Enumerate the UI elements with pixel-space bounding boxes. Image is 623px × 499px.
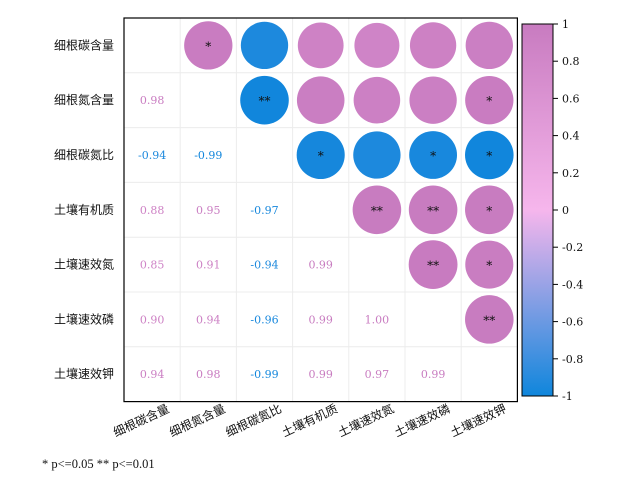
color-scale-tick-label: -0.4: [562, 278, 583, 291]
correlation-value-label: 0.94: [196, 313, 221, 326]
color-scale-tick-label: -1: [562, 390, 573, 403]
significance-mark: *: [318, 149, 324, 163]
significance-mark: **: [427, 204, 439, 218]
color-scale-tick-label: -0.2: [562, 241, 583, 254]
correlation-value-label: 0.85: [140, 259, 165, 272]
correlation-circle: [240, 75, 289, 125]
column-label: 细根碳含量: [111, 401, 172, 440]
correlation-value-label: -0.99: [194, 149, 222, 162]
column-label: 土壤速效磷: [392, 401, 453, 440]
correlation-circle: [354, 22, 400, 68]
color-scale-tick-label: -0.8: [562, 353, 583, 366]
correlation-value-label: -0.94: [250, 259, 278, 272]
correlation-value-label: -0.96: [250, 313, 278, 326]
correlation-value-label: -0.97: [250, 204, 278, 217]
correlation-value-label: 0.99: [308, 313, 333, 326]
correlation-circle: [465, 130, 514, 180]
row-label: 土壤速效钾: [54, 366, 114, 381]
correlation-circle: [465, 295, 514, 344]
color-scale-ticks: 1 0.8 0.6 0.4 0.2 0 -0.2 -0.4 -0.6 -0.8 -1: [553, 18, 583, 403]
correlation-circle: [353, 131, 401, 179]
correlation-circle: [240, 21, 289, 70]
color-scale-tick-label: 0.8: [562, 55, 580, 68]
color-scale-bar: [521, 23, 554, 397]
correlation-value-label: 0.99: [421, 368, 446, 381]
correlation-circle: [184, 21, 233, 70]
row-label: 细根氮含量: [54, 92, 114, 107]
correlation-circle: [465, 76, 514, 125]
correlation-value-label: 1.00: [365, 313, 390, 326]
column-label: 土壤速效氮: [335, 401, 396, 440]
color-scale-tick-label: 0: [562, 204, 569, 217]
column-label: 细根碳氮比: [223, 401, 284, 440]
column-label: 土壤速效钾: [448, 401, 509, 440]
correlation-circle: [352, 185, 402, 235]
correlation-circle: [409, 22, 457, 69]
correlation-circle: [353, 76, 401, 124]
correlation-value-label: 0.90: [140, 313, 165, 326]
row-label: 细根碳氮比: [54, 147, 114, 162]
grid-lines: [124, 18, 518, 402]
correlation-value-label: 0.94: [140, 368, 165, 381]
significance-footnote: * p<=0.05 ** p<=0.01: [42, 457, 155, 471]
significance-mark: **: [259, 94, 271, 108]
correlation-circle: [465, 21, 513, 70]
row-label: 土壤速效磷: [54, 311, 114, 326]
significance-mark: *: [486, 94, 492, 108]
correlation-value-label: 0.99: [308, 368, 333, 381]
correlation-value-label: -0.99: [250, 368, 278, 381]
correlation-value-label: 0.97: [365, 368, 390, 381]
correlation-value-label: -0.94: [138, 149, 166, 162]
correlation-circle: [297, 22, 344, 69]
correlation-value-label: 0.99: [308, 259, 333, 272]
row-label: 土壤有机质: [54, 202, 114, 217]
column-label: 土壤有机质: [279, 401, 340, 440]
correlation-circle: [408, 185, 458, 235]
plot-frame: [123, 17, 518, 403]
correlation-value-label: 0.98: [140, 94, 165, 107]
significance-mark: **: [371, 204, 383, 218]
correlation-value-label: 0.98: [196, 368, 221, 381]
significance-mark: *: [486, 204, 492, 218]
color-scale-tick-label: 1: [562, 18, 569, 31]
color-scale-legend: 1 0.8 0.6 0.4 0.2 0 -0.2 -0.4 -0.6 -0.8 -1: [521, 18, 583, 403]
correlation-circle: [296, 76, 345, 124]
row-label: 土壤速效氮: [54, 257, 114, 272]
significance-mark: *: [486, 149, 492, 163]
significance-mark: **: [427, 259, 439, 273]
correlation-value-label: 0.95: [196, 204, 221, 217]
correlation-circle: [465, 240, 514, 289]
color-scale-tick-label: -0.6: [562, 316, 583, 329]
column-label: 细根氮含量: [167, 401, 228, 440]
significance-mark: **: [483, 313, 495, 327]
correlation-circle: [408, 240, 458, 289]
correlation-value-label: 0.88: [140, 204, 165, 217]
correlation-value-label: 0.91: [196, 259, 221, 272]
color-scale-tick-label: 0.2: [562, 167, 580, 180]
significance-mark: *: [486, 259, 492, 273]
significance-mark: *: [430, 149, 436, 163]
correlation-circle: [409, 131, 458, 179]
color-scale-tick-label: 0.6: [562, 92, 580, 105]
correlation-circle: [409, 76, 457, 124]
correlation-circle: [296, 130, 345, 180]
correlation-circle: [465, 185, 514, 235]
row-label: 细根碳含量: [54, 37, 114, 52]
significance-mark: *: [205, 39, 211, 53]
color-scale-tick-label: 0.4: [562, 130, 580, 143]
